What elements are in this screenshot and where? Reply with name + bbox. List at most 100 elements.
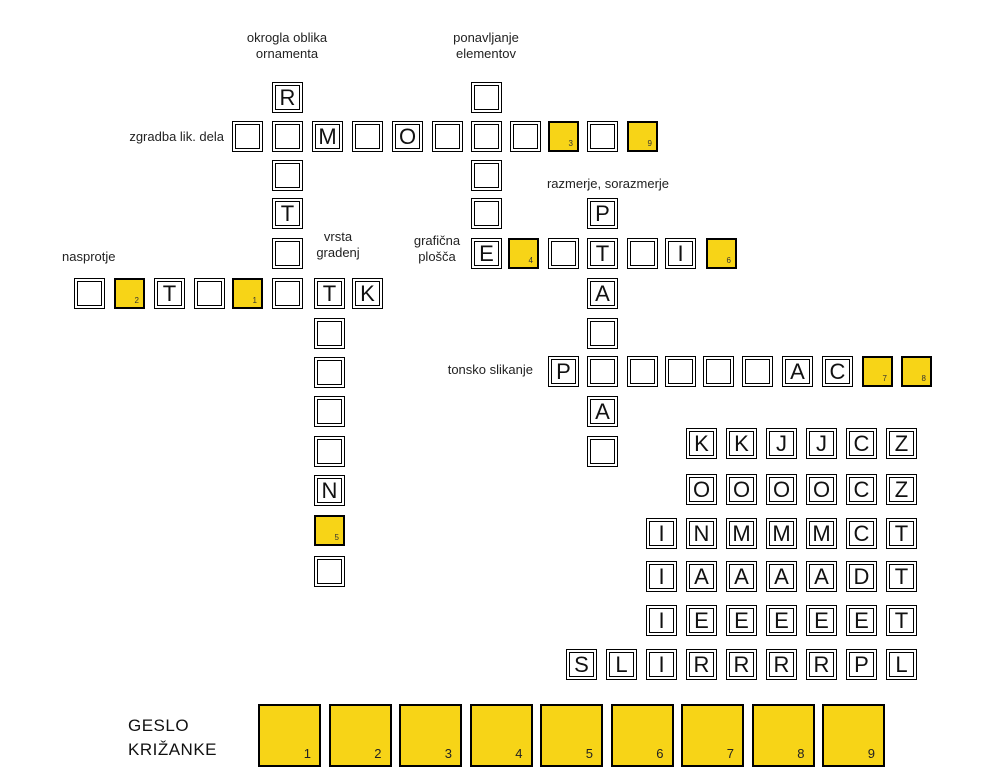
- letter-tile[interactable]: E: [846, 605, 877, 636]
- letter-tile[interactable]: S: [566, 649, 597, 680]
- letter-tile[interactable]: A: [766, 561, 797, 592]
- highlighted-cell[interactable]: 6: [706, 238, 737, 269]
- solution-box[interactable]: 9: [822, 704, 885, 767]
- crossword-cell[interactable]: [272, 121, 303, 152]
- letter-tile[interactable]: R: [686, 649, 717, 680]
- letter-tile[interactable]: C: [846, 428, 877, 459]
- crossword-cell[interactable]: A: [587, 396, 618, 427]
- crossword-cell[interactable]: [352, 121, 383, 152]
- letter-tile[interactable]: M: [806, 518, 837, 549]
- highlighted-cell[interactable]: 2: [114, 278, 145, 309]
- letter-tile[interactable]: E: [806, 605, 837, 636]
- crossword-cell[interactable]: [194, 278, 225, 309]
- letter-tile[interactable]: D: [846, 561, 877, 592]
- letter-tile[interactable]: A: [686, 561, 717, 592]
- crossword-cell[interactable]: [232, 121, 263, 152]
- crossword-cell[interactable]: T: [314, 278, 345, 309]
- highlighted-cell[interactable]: 1: [232, 278, 263, 309]
- letter-tile[interactable]: R: [726, 649, 757, 680]
- letter-tile[interactable]: I: [646, 518, 677, 549]
- solution-box[interactable]: 4: [469, 704, 533, 767]
- letter-tile[interactable]: O: [686, 474, 717, 505]
- solution-box[interactable]: 7: [681, 704, 744, 767]
- letter-tile[interactable]: R: [806, 649, 837, 680]
- crossword-cell[interactable]: R: [272, 82, 303, 113]
- crossword-cell[interactable]: [471, 82, 502, 113]
- letter-tile[interactable]: T: [886, 561, 917, 592]
- letter-tile[interactable]: T: [886, 518, 917, 549]
- crossword-cell[interactable]: [627, 238, 658, 269]
- highlighted-cell[interactable]: 9: [627, 121, 658, 152]
- crossword-cell[interactable]: [471, 121, 502, 152]
- highlighted-cell[interactable]: 3: [548, 121, 579, 152]
- crossword-cell[interactable]: [314, 396, 345, 427]
- letter-tile[interactable]: E: [726, 605, 757, 636]
- letter-tile[interactable]: I: [646, 605, 677, 636]
- crossword-cell[interactable]: [432, 121, 463, 152]
- letter-tile[interactable]: N: [686, 518, 717, 549]
- crossword-cell[interactable]: M: [312, 121, 343, 152]
- letter-tile[interactable]: Z: [886, 428, 917, 459]
- letter-tile[interactable]: O: [726, 474, 757, 505]
- solution-box[interactable]: 8: [751, 704, 815, 767]
- crossword-cell[interactable]: [272, 238, 303, 269]
- letter-tile[interactable]: E: [766, 605, 797, 636]
- letter-tile[interactable]: C: [846, 518, 877, 549]
- crossword-cell[interactable]: [471, 160, 502, 191]
- letter-tile[interactable]: T: [886, 605, 917, 636]
- letter-tile[interactable]: O: [766, 474, 797, 505]
- crossword-cell[interactable]: [74, 278, 105, 309]
- crossword-cell[interactable]: T: [154, 278, 185, 309]
- crossword-cell[interactable]: K: [352, 278, 383, 309]
- crossword-cell[interactable]: O: [392, 121, 423, 152]
- solution-box[interactable]: 5: [540, 704, 603, 767]
- letter-tile[interactable]: L: [606, 649, 637, 680]
- letter-tile[interactable]: M: [766, 518, 797, 549]
- letter-tile[interactable]: Z: [886, 474, 917, 505]
- crossword-cell[interactable]: [471, 198, 502, 229]
- letter-tile[interactable]: A: [806, 561, 837, 592]
- crossword-cell[interactable]: [703, 356, 734, 387]
- crossword-cell[interactable]: P: [548, 356, 579, 387]
- crossword-cell[interactable]: E: [471, 238, 502, 269]
- crossword-cell[interactable]: [314, 436, 345, 467]
- letter-tile[interactable]: K: [686, 428, 717, 459]
- letter-tile[interactable]: J: [766, 428, 797, 459]
- solution-box[interactable]: 6: [610, 704, 674, 767]
- crossword-cell[interactable]: [587, 356, 618, 387]
- crossword-cell[interactable]: [587, 318, 618, 349]
- crossword-cell[interactable]: [587, 436, 618, 467]
- crossword-cell[interactable]: N: [314, 475, 345, 506]
- crossword-cell[interactable]: [314, 556, 345, 587]
- crossword-cell[interactable]: [314, 318, 345, 349]
- letter-tile[interactable]: E: [686, 605, 717, 636]
- crossword-cell[interactable]: T: [587, 238, 618, 269]
- letter-tile[interactable]: I: [646, 649, 677, 680]
- crossword-cell[interactable]: A: [587, 278, 618, 309]
- crossword-cell[interactable]: [587, 121, 618, 152]
- crossword-cell[interactable]: C: [822, 356, 853, 387]
- letter-tile[interactable]: K: [726, 428, 757, 459]
- crossword-cell[interactable]: [665, 356, 696, 387]
- crossword-cell[interactable]: [627, 356, 658, 387]
- crossword-cell[interactable]: A: [782, 356, 813, 387]
- letter-tile[interactable]: R: [766, 649, 797, 680]
- letter-tile[interactable]: C: [846, 474, 877, 505]
- letter-tile[interactable]: J: [806, 428, 837, 459]
- crossword-cell[interactable]: I: [665, 238, 696, 269]
- letter-tile[interactable]: L: [886, 649, 917, 680]
- letter-tile[interactable]: P: [846, 649, 877, 680]
- solution-box[interactable]: 1: [258, 704, 321, 767]
- highlighted-cell[interactable]: 5: [314, 515, 345, 546]
- crossword-cell[interactable]: T: [272, 198, 303, 229]
- highlighted-cell[interactable]: 4: [508, 238, 539, 269]
- crossword-cell[interactable]: [548, 238, 579, 269]
- crossword-cell[interactable]: [742, 356, 773, 387]
- crossword-cell[interactable]: P: [587, 198, 618, 229]
- letter-tile[interactable]: I: [646, 561, 677, 592]
- highlighted-cell[interactable]: 7: [862, 356, 893, 387]
- solution-box[interactable]: 3: [399, 704, 462, 767]
- letter-tile[interactable]: A: [726, 561, 757, 592]
- crossword-cell[interactable]: [272, 278, 303, 309]
- highlighted-cell[interactable]: 8: [901, 356, 932, 387]
